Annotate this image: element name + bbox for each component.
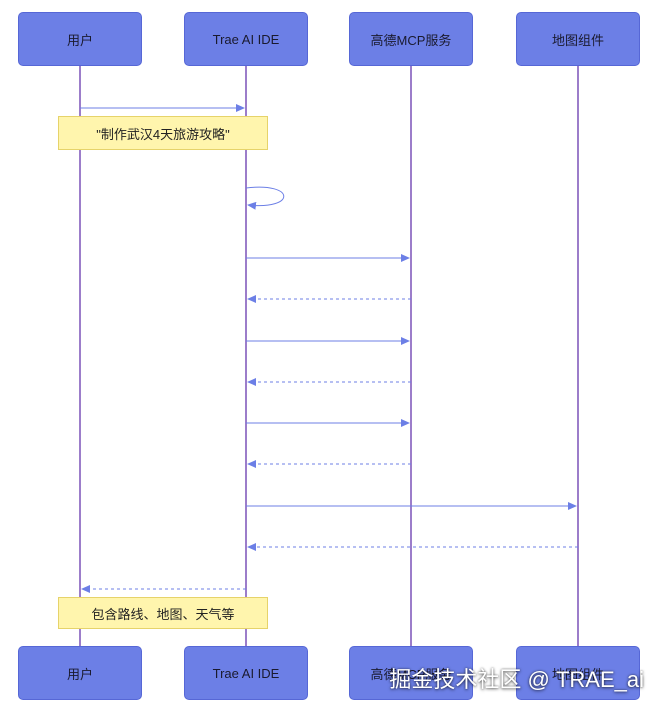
message-arrow-ide-to-ide [245,186,285,210]
participant-amap-top: 高德MCP服务 [349,12,473,66]
participant-ide-top: Trae AI IDE [184,12,308,66]
messages-layer [80,104,578,593]
participant-map-bottom: 地图组件 [516,646,640,700]
participant-label: Trae AI IDE [212,665,280,681]
participant-label: 用户 [66,32,93,48]
participant-user-bottom: 用户 [18,646,142,700]
note-text: 包含路线、地图、天气等 [91,606,235,622]
note-text: "制作武汉4天旅游攻略" [96,126,230,142]
participant-label: 用户 [66,666,93,682]
participant-label: 高德MCP服务 [370,32,452,48]
participant-map-top: 地图组件 [516,12,640,66]
participant-label: 地图组件 [551,32,604,48]
participant-amap-bottom: 高德MCP服务 [349,646,473,700]
watermark: 掘金技术社区 @ TRAE_ai [389,667,644,692]
participant-label: Trae AI IDE [212,31,280,47]
note-result: 包含路线、地图、天气等 [58,597,268,629]
note-request: "制作武汉4天旅游攻略" [58,116,268,150]
participant-label: 高德MCP服务 [370,666,452,682]
participant-label: 地图组件 [551,666,604,682]
participant-ide-bottom: Trae AI IDE [184,646,308,700]
participant-user-top: 用户 [18,12,142,66]
